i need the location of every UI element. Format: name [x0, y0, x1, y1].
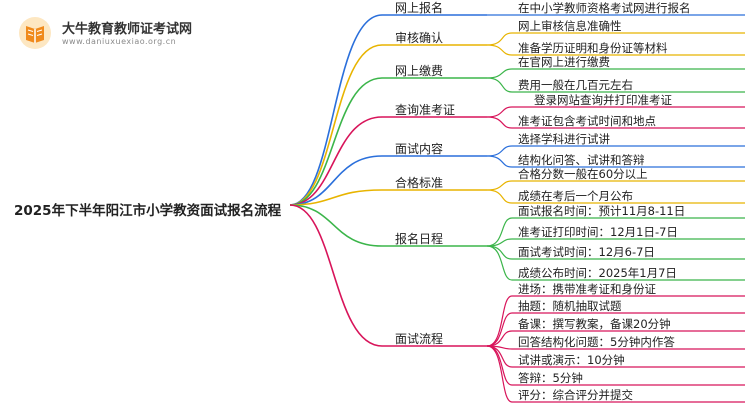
branch-label: 合格标准	[395, 176, 444, 190]
leaf-label: 准考证包含考试时间和地点	[518, 114, 656, 128]
leaf-connector	[486, 295, 513, 347]
leaf-label: 费用一般在几百元左右	[518, 78, 633, 92]
leaf-label: 网上审核信息准确性	[518, 19, 622, 33]
branch-connector	[289, 14, 383, 206]
branch-connector	[289, 155, 383, 206]
branch-label: 面试内容	[395, 142, 444, 156]
leaf-label: 结构化问答、试讲和答辩	[518, 153, 645, 167]
leaf-connector	[486, 312, 513, 347]
site-logo[interactable]: 大牛教育教师证考试网 www.daniuxuexiao.org.cn	[12, 12, 212, 52]
leaf-connector	[486, 116, 513, 129]
leaf-label: 合格分数一般在60分以上	[518, 167, 648, 181]
branch-label: 查询准考证	[395, 103, 456, 117]
leaf-connector	[486, 68, 513, 79]
leaf-label: 登录网站查询并打印准考证	[534, 93, 672, 107]
branch-connector	[289, 204, 383, 247]
leaf-connector	[486, 44, 513, 56]
leaf-connector	[486, 189, 513, 204]
leaf-connector	[486, 77, 513, 93]
branch-label: 审核确认	[395, 31, 444, 45]
site-url: www.daniuxuexiao.org.cn	[62, 37, 177, 46]
leaf-connector	[486, 217, 513, 247]
leaf-connector	[486, 32, 513, 46]
site-name: 大牛教育教师证考试网	[62, 22, 193, 37]
leaf-label: 准考证打印时间：12月1日-7日	[518, 225, 678, 239]
leaf-label: 在中小学教师资格考试网进行报名	[518, 1, 691, 15]
branch-label: 面试流程	[395, 332, 444, 346]
branch-label: 网上报名	[395, 1, 444, 15]
leaf-connector	[486, 155, 513, 168]
leaf-label: 准备学历证明和身份证等材料	[518, 41, 668, 55]
leaf-connector	[486, 345, 513, 403]
branch-label: 报名日程	[395, 232, 444, 246]
root-topic: 2025年下半年阳江市小学教资面试报名流程	[14, 203, 282, 219]
leaf-label: 成绩在考后一个月公布	[518, 189, 633, 203]
branch-connector	[289, 189, 383, 206]
leaf-connector	[486, 180, 513, 191]
leaf-label: 成绩公布时间：2025年1月7日	[518, 266, 677, 280]
book-icon	[19, 17, 51, 49]
leaf-label: 答辩：5分钟	[518, 371, 583, 385]
leaf-label: 在官网上进行缴费	[518, 55, 610, 69]
leaf-connector	[486, 245, 513, 281]
leaf-connector	[486, 145, 513, 157]
leaf-label: 评分：综合评分并提交	[518, 388, 633, 402]
branch-connector	[289, 204, 383, 347]
leaf-connector	[486, 106, 513, 118]
leaf-label: 抽题：随机抽取试题	[518, 299, 622, 313]
leaf-label: 选择学科进行试讲	[518, 132, 610, 146]
leaf-label: 进场：携带准考证和身份证	[518, 282, 656, 296]
leaf-label: 备课：撰写教案，备课20分钟	[518, 317, 671, 331]
leaf-label: 回答结构化问题：5分钟内作答	[518, 335, 675, 349]
branch-label: 网上缴费	[395, 64, 444, 78]
branch-connector	[289, 116, 383, 206]
leaf-label: 面试报名时间：预计11月8-11日	[518, 204, 686, 218]
leaf-connector	[486, 330, 513, 347]
leaf-label: 面试考试时间：12月6-7日	[518, 245, 655, 259]
branch-connector	[289, 77, 383, 206]
branch-connector	[289, 44, 383, 206]
leaf-label: 试讲或演示：10分钟	[518, 353, 625, 367]
